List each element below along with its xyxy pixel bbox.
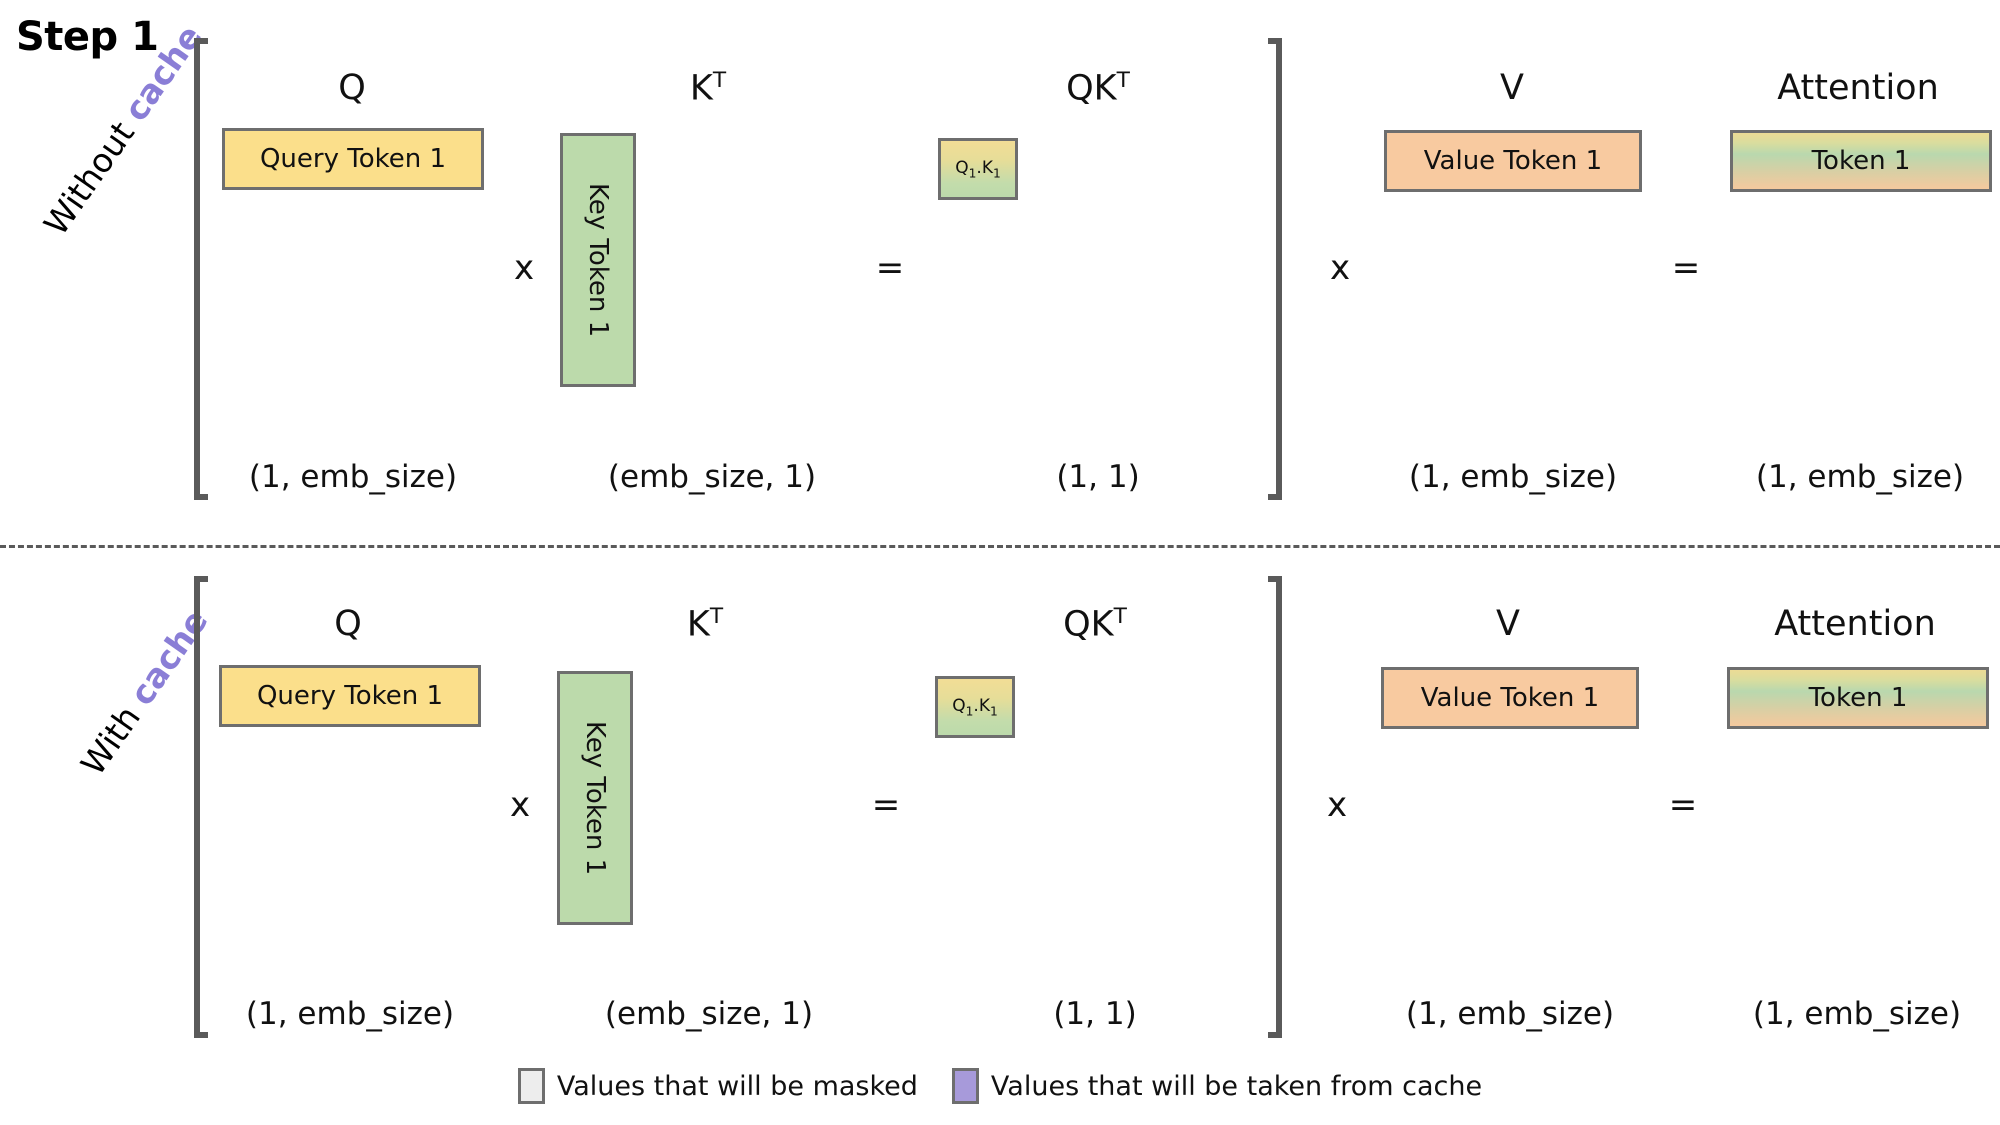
shape-label-v-row2: (1, emb_size) bbox=[1405, 996, 1615, 1032]
legend-swatch-masked-icon bbox=[517, 1068, 545, 1104]
operator-equals-2-row1: = bbox=[1671, 248, 1701, 288]
header-kt-row2: KT bbox=[687, 604, 723, 645]
left-bracket-row2 bbox=[194, 576, 208, 1038]
matrix-box-qk-label: Q1.K1 bbox=[952, 695, 998, 719]
operator-equals-2-row2: = bbox=[1668, 785, 1698, 825]
shape-label-kt-row2: (emb_size, 1) bbox=[604, 996, 814, 1032]
matrix-box-key-row2: Key Token 1 bbox=[557, 671, 633, 925]
legend-swatch-cache-icon bbox=[951, 1068, 979, 1104]
right-bracket-row2 bbox=[1268, 576, 1282, 1038]
shape-label-q-row1: (1, emb_size) bbox=[248, 459, 458, 495]
matrix-box-query-row1: Query Token 1 bbox=[222, 128, 484, 190]
matrix-box-key-label: Key Token 1 bbox=[580, 720, 610, 876]
header-kt-row1: KT bbox=[690, 68, 726, 109]
operator-equals-1-row1: = bbox=[875, 248, 905, 288]
operator-multiply-2-row1: x bbox=[1329, 248, 1351, 288]
matrix-box-qk-row1: Q1.K1 bbox=[938, 138, 1018, 200]
right-bracket-row1 bbox=[1268, 38, 1282, 500]
matrix-box-qk-row2: Q1.K1 bbox=[935, 676, 1015, 738]
header-qkt-row1: QKT bbox=[1066, 68, 1130, 109]
header-v-row1: V bbox=[1500, 68, 1524, 108]
legend-item-masked: Values that will be masked bbox=[517, 1068, 918, 1104]
header-qkt-row2: QKT bbox=[1063, 604, 1127, 645]
header-q-row2: Q bbox=[334, 604, 362, 644]
header-qkt-base: QK bbox=[1063, 604, 1114, 645]
legend: Values that will be masked Values that w… bbox=[0, 1068, 2000, 1104]
operator-multiply-1-row1: x bbox=[513, 248, 535, 288]
header-q-row1: Q bbox=[338, 68, 366, 108]
matrix-box-qk-label: Q1.K1 bbox=[955, 157, 1001, 181]
header-attention-row2: Attention bbox=[1774, 604, 1936, 644]
header-qkt-sup: T bbox=[1113, 604, 1127, 629]
operator-equals-1-row2: = bbox=[871, 785, 901, 825]
matrix-box-key-row1: Key Token 1 bbox=[560, 133, 636, 387]
legend-label-masked: Values that will be masked bbox=[556, 1070, 918, 1102]
matrix-box-query-row2: Query Token 1 bbox=[219, 665, 481, 727]
header-v-row2: V bbox=[1496, 604, 1520, 644]
shape-label-kt-row1: (emb_size, 1) bbox=[607, 459, 817, 495]
left-bracket-row1 bbox=[194, 38, 208, 500]
section-divider bbox=[0, 545, 2000, 548]
operator-multiply-1-row2: x bbox=[509, 785, 531, 825]
matrix-box-attention-row2: Token 1 bbox=[1727, 667, 1989, 729]
header-qkt-sup: T bbox=[1116, 68, 1130, 93]
header-kt-sup: T bbox=[712, 68, 727, 93]
matrix-box-key-label: Key Token 1 bbox=[583, 182, 613, 338]
shape-label-attention-row2: (1, emb_size) bbox=[1752, 996, 1962, 1032]
header-attention-row1: Attention bbox=[1777, 68, 1939, 108]
operator-multiply-2-row2: x bbox=[1326, 785, 1348, 825]
header-kt-base: K bbox=[686, 604, 710, 645]
shape-label-qkt-row1: (1, 1) bbox=[1056, 459, 1140, 495]
matrix-box-attention-row1: Token 1 bbox=[1730, 130, 1992, 192]
page-title: Step 1 bbox=[16, 14, 159, 60]
header-qkt-base: QK bbox=[1066, 68, 1117, 109]
legend-label-cache: Values that will be taken from cache bbox=[990, 1070, 1483, 1102]
shape-label-v-row1: (1, emb_size) bbox=[1408, 459, 1618, 495]
matrix-box-value-row2: Value Token 1 bbox=[1381, 667, 1639, 729]
header-kt-sup: T bbox=[709, 604, 724, 629]
row-label-plain: Without bbox=[36, 114, 142, 243]
row-label-plain: With bbox=[73, 698, 148, 783]
matrix-box-value-row1: Value Token 1 bbox=[1384, 130, 1642, 192]
legend-item-cache: Values that will be taken from cache bbox=[951, 1068, 1483, 1104]
shape-label-q-row2: (1, emb_size) bbox=[245, 996, 455, 1032]
shape-label-qkt-row2: (1, 1) bbox=[1053, 996, 1137, 1032]
shape-label-attention-row1: (1, emb_size) bbox=[1755, 459, 1965, 495]
header-kt-base: K bbox=[689, 68, 713, 109]
